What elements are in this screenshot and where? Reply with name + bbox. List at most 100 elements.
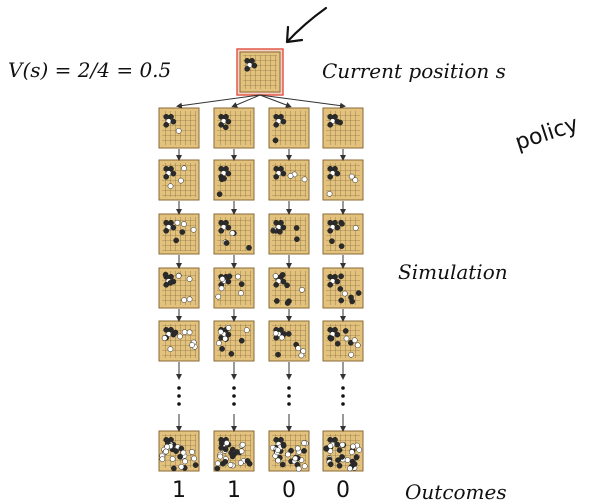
black-stone <box>332 326 338 333</box>
black-stone <box>285 331 292 337</box>
black-stone <box>168 219 174 226</box>
white-stone <box>327 443 334 449</box>
white-stone <box>175 273 182 279</box>
white-stone <box>354 342 361 349</box>
black-stone <box>293 225 300 231</box>
white-stone <box>237 460 244 466</box>
black-stone <box>288 447 294 454</box>
black-stone <box>294 236 300 243</box>
black-stone <box>244 458 251 464</box>
flow-arrow <box>231 94 261 108</box>
black-stone <box>228 350 235 357</box>
white-stone <box>243 327 250 333</box>
white-stone <box>181 329 188 335</box>
white-stone <box>339 441 346 448</box>
black-stone <box>328 335 335 342</box>
go-board <box>213 159 255 201</box>
black-stone <box>323 446 330 452</box>
black-stone <box>272 137 279 144</box>
white-stone <box>167 183 174 190</box>
white-stone <box>239 441 246 448</box>
go-board <box>236 48 284 96</box>
black-stone <box>218 121 225 128</box>
black-stone <box>222 124 229 131</box>
black-stone <box>353 454 360 461</box>
white-stone <box>182 458 188 465</box>
black-stone <box>332 165 338 172</box>
black-stone <box>332 436 338 443</box>
white-stone <box>217 453 224 460</box>
go-board <box>268 430 310 472</box>
black-stone <box>251 62 258 69</box>
go-board <box>322 159 364 201</box>
white-stone <box>301 440 307 446</box>
white-stone <box>274 447 281 454</box>
outcome-value: 0 <box>282 478 296 503</box>
outcomes-label: Outcomes <box>405 480 507 504</box>
white-stone <box>175 127 182 134</box>
black-stone <box>219 346 225 352</box>
black-stone <box>338 243 345 250</box>
white-stone <box>294 445 301 452</box>
black-stone <box>170 118 177 125</box>
black-stone <box>246 244 252 251</box>
ellipsis-dot <box>232 394 236 398</box>
go-board <box>268 107 310 149</box>
go-board <box>213 213 255 255</box>
black-stone <box>173 237 180 244</box>
handwritten-arrow-icon <box>285 6 328 44</box>
black-stone <box>222 458 229 465</box>
ellipsis-dot <box>341 386 345 390</box>
white-stone <box>229 230 236 237</box>
black-stone <box>216 191 223 198</box>
black-stone <box>337 119 343 126</box>
go-board <box>158 107 200 149</box>
outcome-value: 1 <box>172 478 186 503</box>
outcome-value: 0 <box>336 478 350 503</box>
white-stone <box>299 286 305 293</box>
white-stone <box>181 221 187 227</box>
white-stone <box>348 351 354 358</box>
black-stone <box>167 280 174 286</box>
white-stone <box>180 449 187 456</box>
black-stone <box>337 286 344 292</box>
black-stone <box>339 454 345 460</box>
go-board <box>213 430 255 472</box>
black-stone <box>273 173 280 180</box>
black-stone <box>226 273 233 280</box>
white-stone <box>272 330 279 337</box>
black-stone <box>223 165 229 172</box>
white-stone <box>216 340 222 346</box>
white-stone <box>164 443 170 450</box>
go-board <box>213 267 255 309</box>
black-stone <box>162 271 169 278</box>
black-stone <box>332 219 338 226</box>
ellipsis-dot <box>287 386 291 390</box>
white-stone <box>349 449 355 455</box>
ellipsis-dot <box>287 394 291 398</box>
white-stone <box>351 337 358 344</box>
black-stone <box>168 326 174 333</box>
white-stone <box>186 276 193 282</box>
black-stone <box>332 273 338 280</box>
black-stone <box>168 273 174 280</box>
black-stone <box>179 229 186 235</box>
black-stone <box>284 282 290 289</box>
white-stone <box>292 455 299 462</box>
black-stone <box>228 450 234 456</box>
black-stone <box>177 453 183 460</box>
white-stone <box>222 335 228 342</box>
black-stone <box>280 170 287 177</box>
flow-arrow <box>176 94 261 109</box>
white-stone <box>348 173 355 180</box>
white-stone <box>186 296 193 303</box>
white-stone <box>167 346 174 353</box>
black-stone <box>170 170 177 177</box>
black-stone <box>244 65 251 72</box>
white-stone <box>238 290 244 297</box>
white-stone <box>295 345 302 352</box>
black-stone <box>335 457 341 463</box>
white-stone <box>272 273 279 279</box>
black-stone <box>275 351 281 358</box>
